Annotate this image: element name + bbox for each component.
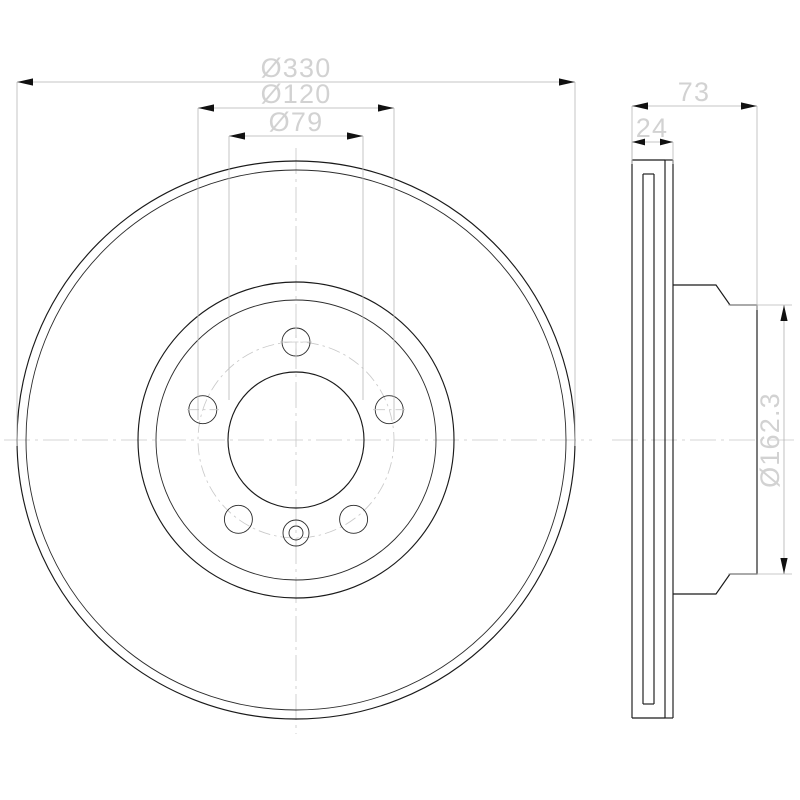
arrow-t-left <box>632 138 645 146</box>
dimension-disc-thickness: 24 <box>631 113 674 164</box>
dimension-bolt-circle: Ø120 <box>197 79 395 420</box>
friction-ring-inner-circle <box>137 281 455 599</box>
bolt-hole-bottom-right <box>339 504 369 534</box>
pilot-hole-outer <box>282 519 310 547</box>
centerlines-group <box>4 148 796 734</box>
arrow-h-right <box>741 102 757 110</box>
friction-plate-outboard <box>631 160 644 718</box>
dim-label-disc-thickness: 24 <box>636 113 668 143</box>
bolt-hole-bottom-left <box>223 504 253 534</box>
hat-flange-circle <box>155 299 437 581</box>
dim-label-center-bore: Ø79 <box>269 107 324 137</box>
arrow-bore-right <box>347 132 363 140</box>
friction-plate-inboard <box>653 160 666 718</box>
arrow-bcd-left <box>198 104 214 112</box>
dim-label-bolt-circle: Ø120 <box>261 79 332 109</box>
arrow-hat-top <box>780 305 788 321</box>
arrow-od-left <box>17 78 33 86</box>
arrow-od-right <box>559 78 575 86</box>
arrow-bcd-right <box>378 104 394 112</box>
arrow-hat-bottom <box>780 558 788 574</box>
rotor-edge-inner-circle <box>25 169 567 711</box>
dimension-hat-diameter: Ø162.3 <box>728 304 792 575</box>
dimension-overall-height: 73 <box>631 77 758 310</box>
dim-label-outer-diameter: Ø330 <box>261 53 332 83</box>
pilot-pin-hole <box>282 519 310 547</box>
dimension-outer-diameter: Ø330 <box>16 53 576 446</box>
dimension-center-bore: Ø79 <box>228 107 364 400</box>
pilot-hole-inner <box>288 525 304 541</box>
arrow-t-right <box>660 138 673 146</box>
arrow-bore-left <box>229 132 245 140</box>
dim-label-overall-height: 73 <box>678 77 710 107</box>
bolt-hole-center-marks <box>187 326 405 411</box>
arrow-h-left <box>632 102 648 110</box>
dim-label-hat-diameter: Ø162.3 <box>755 392 785 488</box>
side-section-view <box>631 159 758 719</box>
center-bore-circle <box>227 371 365 509</box>
hat-profile <box>673 284 758 595</box>
